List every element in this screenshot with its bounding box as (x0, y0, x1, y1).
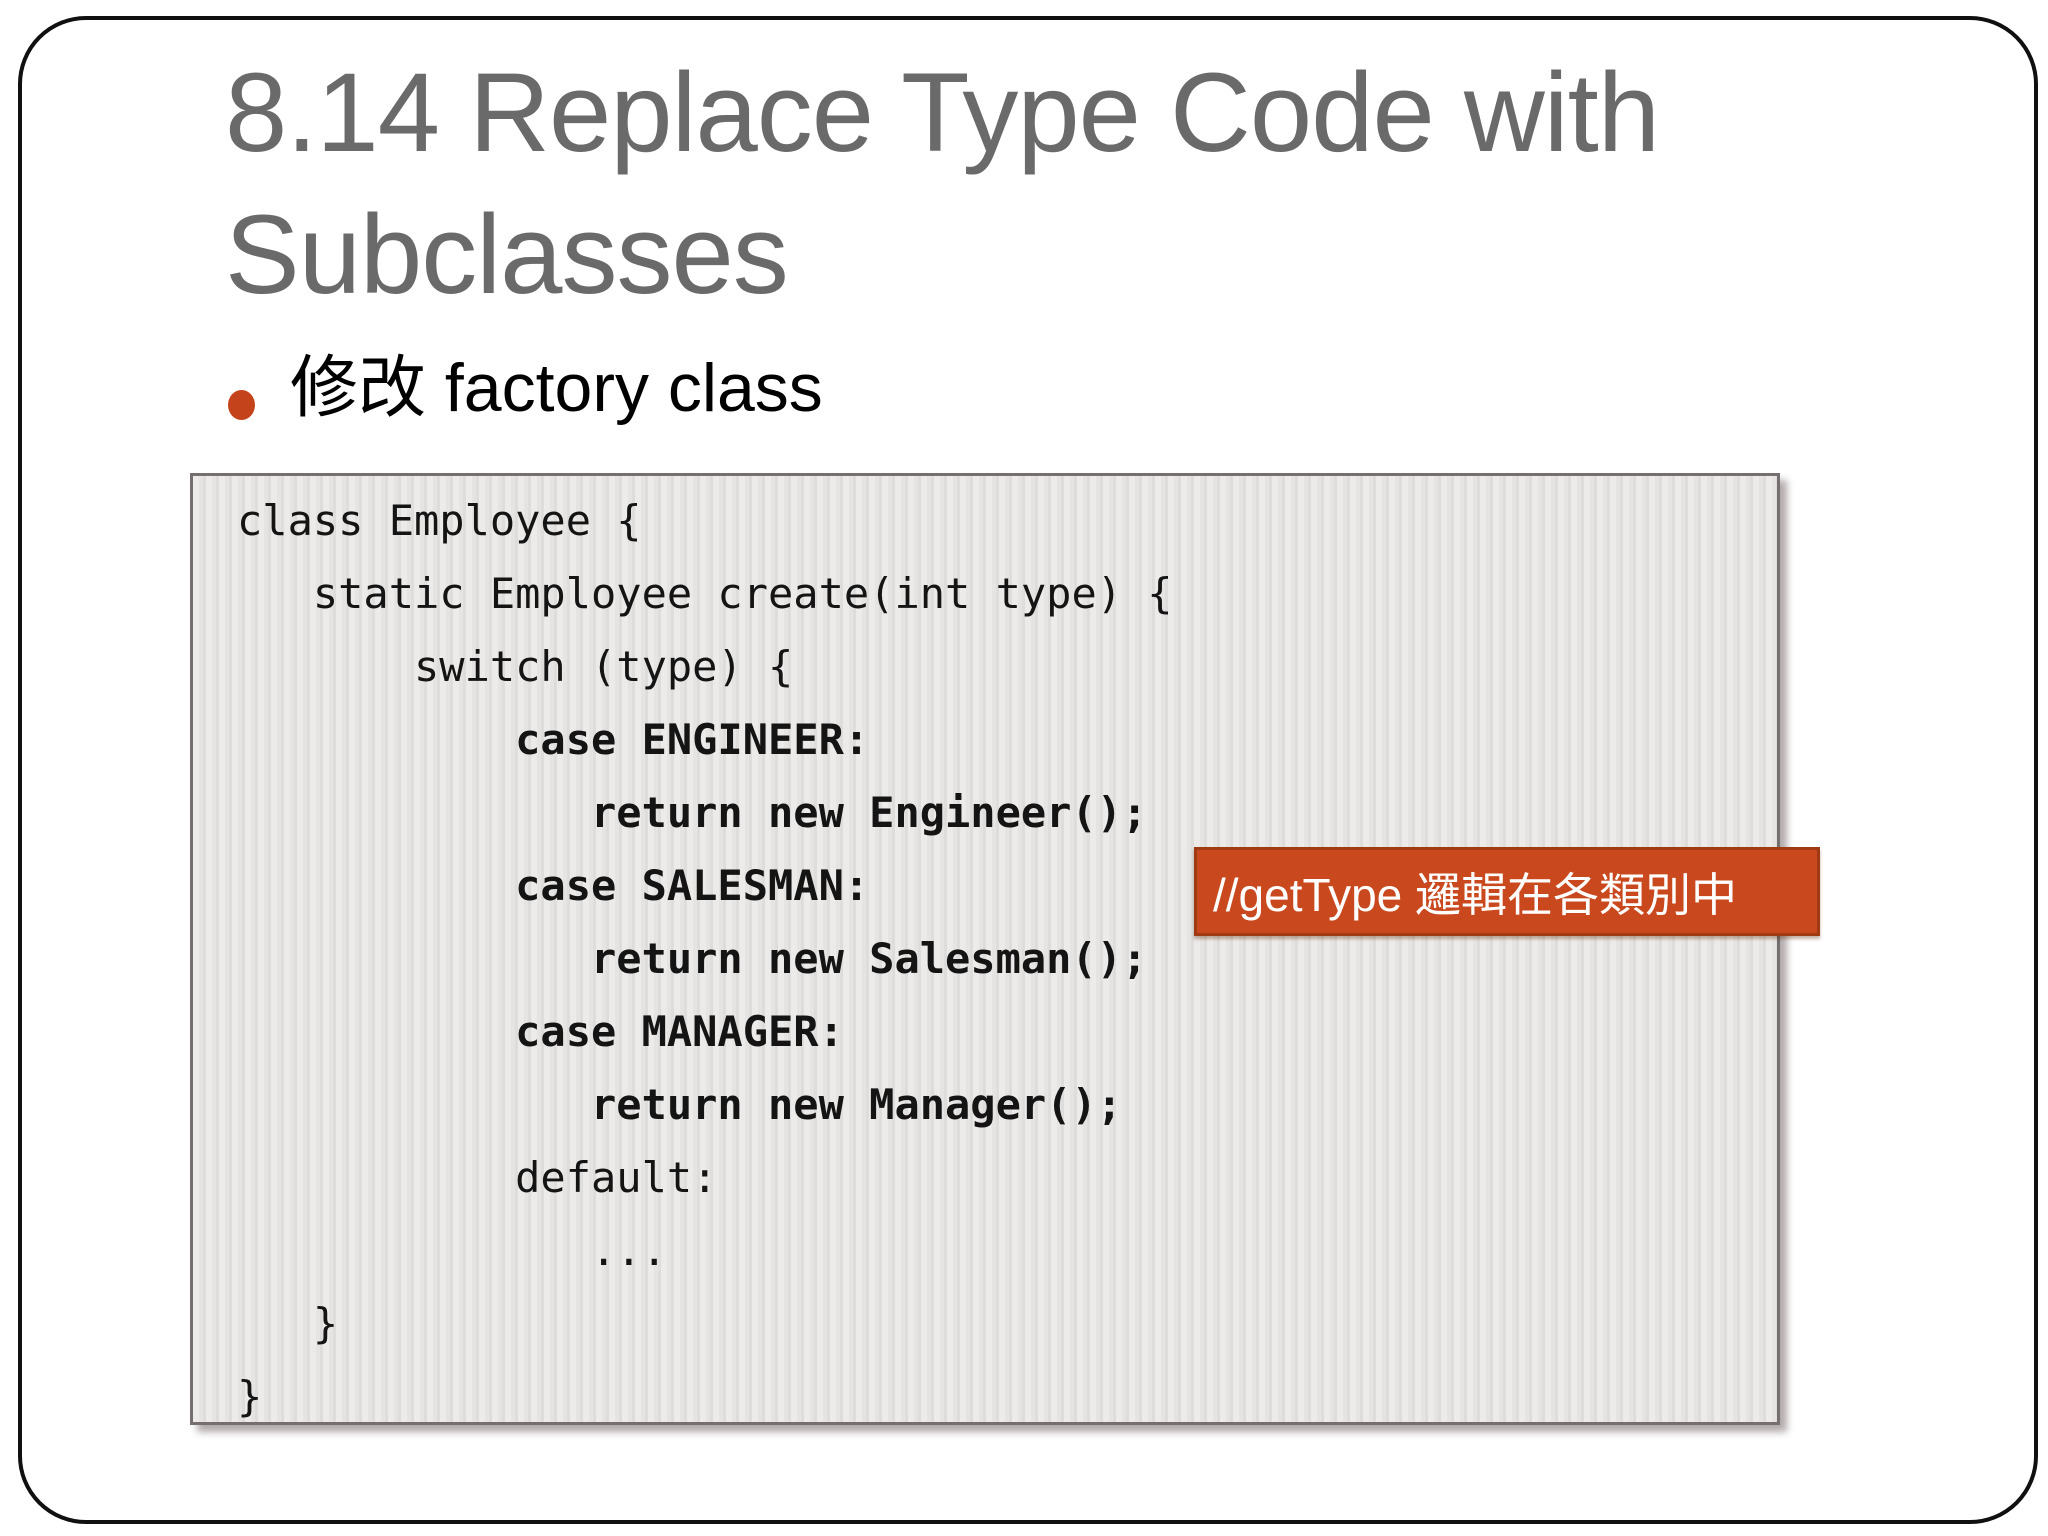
code-line: case ENGINEER: (237, 715, 870, 764)
code-line: } (237, 1299, 339, 1348)
slide-border-frame (18, 16, 2038, 1524)
code-line: case MANAGER: (237, 1007, 844, 1056)
callout-text: //getType 邏輯在各類別中 (1213, 868, 1738, 921)
bullet-dot-icon (228, 390, 255, 420)
code-line: return new Engineer(); (237, 788, 1148, 837)
code-line: class Employee { (237, 496, 642, 545)
code-line: } (237, 1372, 263, 1421)
code-block: class Employee { static Employee create(… (190, 473, 1780, 1425)
code-line: static Employee create(int type) { (237, 569, 1173, 618)
code-line: switch (type) { (237, 642, 794, 691)
code-line: ... (237, 1226, 667, 1275)
callout-box: //getType 邏輯在各類別中 (1194, 847, 1820, 936)
code-line: return new Salesman(); (237, 934, 1148, 983)
code-line: return new Manager(); (237, 1080, 1123, 1129)
bullet-text: 修改 factory class (290, 350, 823, 426)
code-line: case SALESMAN: (237, 861, 870, 910)
slide-title: 8.14 Replace Type Code with Subclasses (225, 50, 1660, 318)
code-line: default: (237, 1153, 718, 1202)
